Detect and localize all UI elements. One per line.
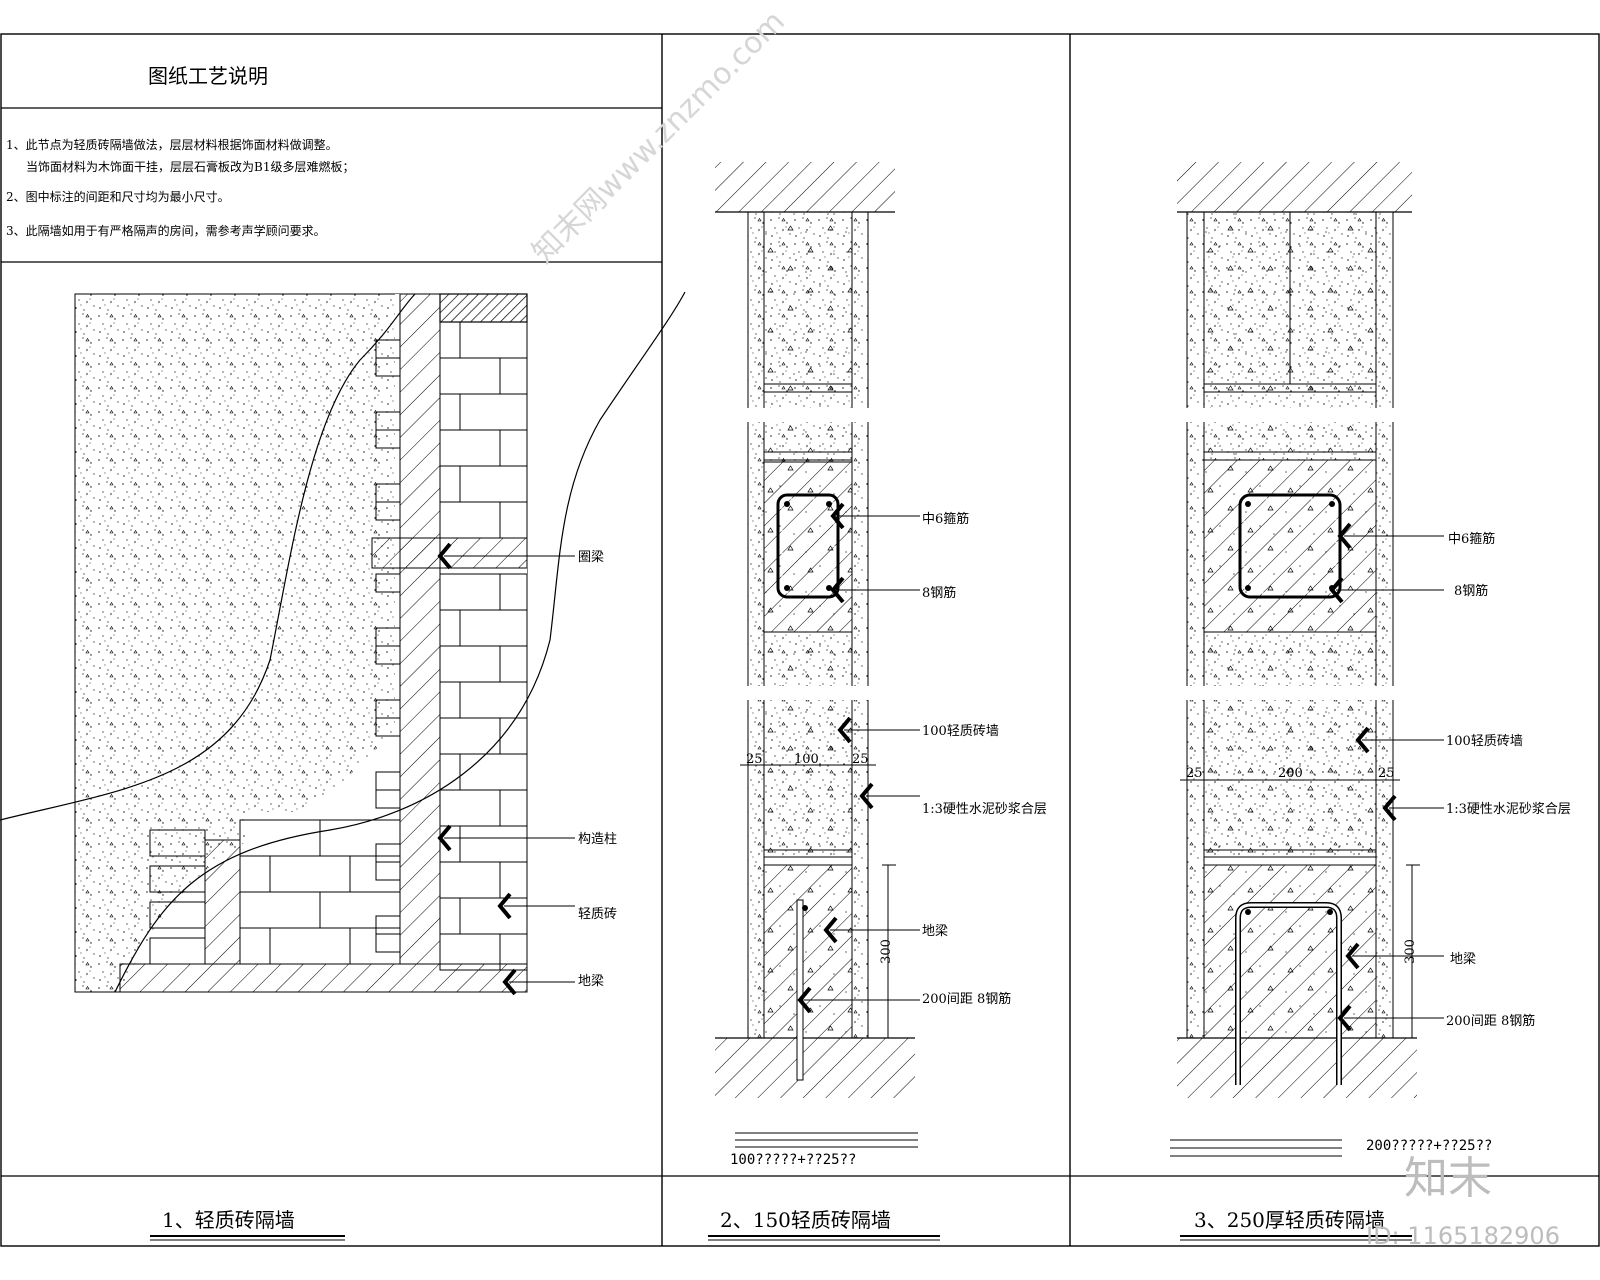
detail2-dimension [740, 764, 896, 1038]
detail1-leaders [437, 542, 575, 996]
dim-core-3: 200 [1278, 766, 1303, 781]
ring-beam [371, 537, 528, 569]
dim-left-3: 25 [1186, 766, 1203, 781]
watermark-id: ID: 1165182906 [1366, 1222, 1560, 1250]
dim-right-2: 25 [852, 752, 869, 767]
detail3-scale-bar [1170, 1139, 1342, 1157]
detail1-elevation [74, 293, 528, 993]
brick [149, 937, 206, 965]
spec-2: 100?????+??25?? [730, 1152, 857, 1168]
brick [375, 357, 401, 377]
spec-3: 200?????+??25?? [1366, 1138, 1493, 1154]
label-mortar-3: 1:3硬性水泥砂浆合层 [1446, 802, 1571, 817]
brick [349, 927, 401, 965]
label-ground-beam-3: 地梁 [1450, 952, 1477, 967]
detail2-section [715, 162, 915, 1098]
brick [439, 501, 528, 539]
ground-beam [119, 963, 528, 993]
dim-left-2: 25 [746, 752, 763, 767]
label-brick-wall-3: 100轻质砖墙 [1446, 734, 1523, 749]
notes-title: 图纸工艺说明 [148, 64, 268, 88]
label-brick-wall-2: 100轻质砖墙 [922, 724, 999, 739]
detail2-leaders [797, 502, 920, 1014]
dim-core-2: 100 [794, 752, 819, 767]
brick [375, 429, 401, 449]
label-ring-beam: 圈梁 [578, 550, 605, 565]
note-line-1: 1、此节点为轻质砖隔墙做法，层层材料根据饰面材料做调整。 [6, 138, 338, 152]
label-lightweight-brick: 轻质砖 [578, 907, 618, 922]
label-rebar-3: 8钢筋 [1454, 584, 1489, 599]
brick [375, 717, 401, 737]
brick [375, 789, 401, 809]
brick [375, 645, 401, 665]
detail3-dimension [1180, 779, 1420, 1038]
detail3-section [1177, 162, 1417, 1098]
dim-right-3: 25 [1378, 766, 1395, 781]
brick [149, 829, 206, 857]
note-line-3: 2、图中标注的间距和尺寸均为最小尺寸。 [6, 190, 230, 204]
detail2-scale-bar [735, 1132, 918, 1148]
label-ground-beam-2: 地梁 [922, 924, 949, 939]
sheet-frame [0, 33, 1600, 1247]
brick [149, 865, 206, 893]
label-mortar-2: 1:3硬性水泥砂浆合层 [922, 802, 1047, 817]
detail2-caption: 2、150轻质砖隔墙 [720, 1208, 891, 1232]
note-line-2: 当饰面材料为木饰面干挂，层层石膏板改为B1级多层难燃板； [26, 160, 355, 174]
dim-height-3: 300 [1402, 939, 1418, 964]
break-line-2 [114, 291, 686, 993]
break-line-1 [0, 293, 416, 821]
detail3-leaders [1329, 522, 1444, 1032]
lightweight-bricks [149, 321, 528, 971]
brick [149, 901, 206, 929]
construction-column [399, 293, 441, 965]
detail3-caption: 3、250厚轻质砖隔墙 [1194, 1208, 1385, 1232]
brick [375, 573, 401, 593]
detail1-caption: 1、轻质砖隔墙 [162, 1208, 295, 1232]
label-stirrup-3: 中6箍筋 [1448, 532, 1496, 547]
dim-height-2: 300 [878, 939, 894, 964]
watermark-brand: 知末 [1404, 1153, 1492, 1204]
label-rebar-spacing-3: 200间距 8钢筋 [1446, 1014, 1536, 1029]
label-construction-column: 构造柱 [578, 832, 618, 847]
label-stirrup-2: 中6箍筋 [922, 512, 970, 527]
brick [375, 501, 401, 521]
label-ground-beam: 地梁 [578, 974, 605, 989]
label-rebar-2: 8钢筋 [922, 586, 957, 601]
label-rebar-spacing-2: 200间距 8钢筋 [922, 992, 1012, 1007]
brick [439, 933, 528, 971]
note-line-4: 3、此隔墙如用于有严格隔声的房间，需参考声学顾问要求。 [6, 224, 326, 238]
